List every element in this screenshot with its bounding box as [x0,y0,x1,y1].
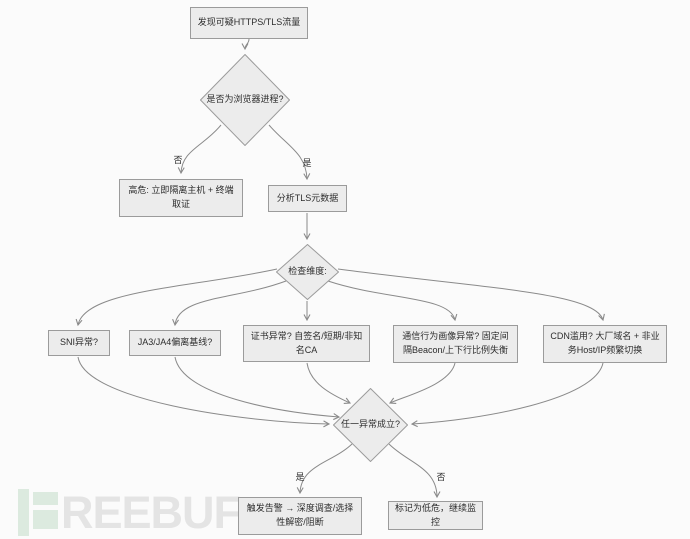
edge-dims-ja3 [172,280,287,327]
edge-cdn-any [410,362,604,428]
node-ja3: JA3/JA4偏离基线? [129,330,221,356]
node-alert-label: 触发告警 → 深度调查/选择性解密/阻断 [246,503,354,527]
node-analyze-tls-label: 分析TLS元数据 [276,192,339,203]
node-ja3-label: JA3/JA4偏离基线? [137,337,213,348]
freebuf-watermark-text: REEBUF [61,487,241,538]
decision-check-dimensions: 检查维度: [276,244,339,300]
node-low-risk: 标记为低危，继续监控 [388,501,483,530]
node-cert: 证书异常? 自签名/短期/非知名CA [243,325,370,362]
node-cdn: CDN滥用? 大厂域名 + 非业务Host/IP频繁切换 [543,325,667,363]
decision-any-anomaly-label: 任一异常成立? [340,419,400,430]
node-analyze-tls: 分析TLS元数据 [268,185,347,212]
node-cdn-label: CDN滥用? 大厂域名 + 非业务Host/IP频繁切换 [550,331,660,355]
edge-label-yes-1: 是 [302,158,312,168]
edge-label-no-2: 否 [436,472,446,482]
node-high-risk-label: 高危: 立即隔离主机 + 终端取证 [128,185,234,209]
edge-dims-cdn [337,268,605,322]
freebuf-logo-ftop-icon [33,492,58,505]
diamond-shape [200,54,290,146]
freebuf-logo-fblock-icon [33,510,58,529]
edge-start-browser [241,38,250,51]
node-low-risk-label: 标记为低危，继续监控 [394,502,476,527]
decision-browser-process-label: 是否为浏览器进程? [206,94,284,105]
edge-behavior-any [388,362,456,404]
edge-dims-sni [75,268,278,327]
node-behavior: 通信行为画像异常? 固定间隔Beacon/上下行比例失衡 [393,325,518,363]
node-behavior-label: 通信行为画像异常? 固定间隔Beacon/上下行比例失衡 [402,331,509,355]
edge-browser-yes [268,124,311,181]
node-start: 发现可疑HTTPS/TLS流量 [190,7,308,39]
node-alert: 触发告警 → 深度调查/选择性解密/阻断 [238,497,362,535]
freebuf-logo-bar-icon [18,489,29,536]
edge-cert-any [306,362,352,405]
node-sni: SNI异常? [48,330,110,356]
decision-any-anomaly: 任一异常成立? [333,388,408,462]
edge-any-no [388,443,441,499]
diamond-shape [333,388,408,462]
decision-browser-process: 是否为浏览器进程? [200,54,290,146]
edge-any-yes [296,443,353,495]
edge-ja3-any [174,356,341,421]
node-high-risk: 高危: 立即隔离主机 + 终端取证 [119,179,243,217]
node-cert-label: 证书异常? 自签名/短期/非知名CA [250,330,363,355]
edge-label-no-1: 否 [173,155,183,165]
node-sni-label: SNI异常? [59,337,98,348]
edge-label-yes-2: 是 [295,472,305,482]
edge-dims-behavior [327,280,458,322]
edge-sni-any [77,356,331,428]
diamond-shape [276,244,339,300]
node-start-label: 发现可疑HTTPS/TLS流量 [197,17,301,28]
decision-check-dimensions-label: 检查维度: [288,266,327,277]
edge-browser-no [177,124,222,175]
